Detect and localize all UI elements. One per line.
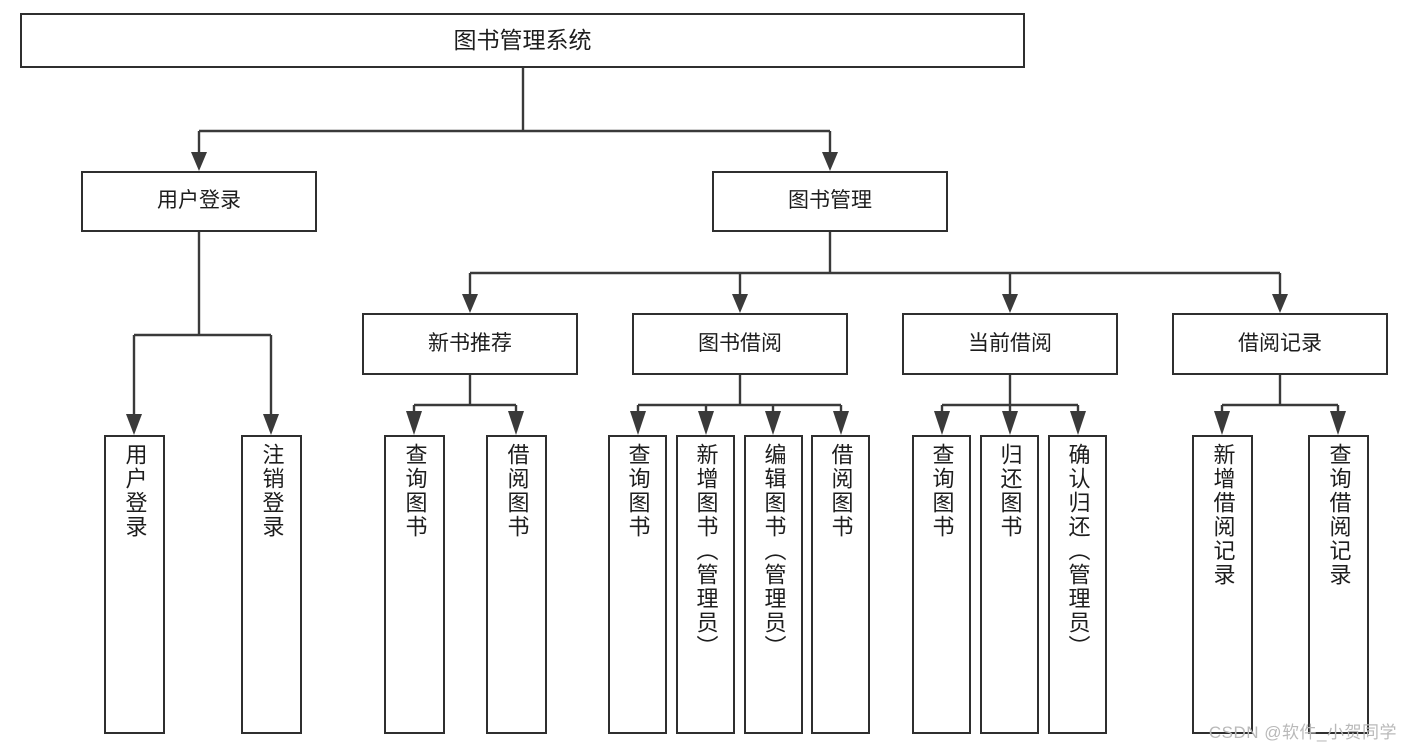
arrow-to-borrow-record	[1272, 294, 1288, 313]
node-root-label: 图书管理系统	[453, 26, 592, 53]
arrow-userlogin-leaf1	[126, 414, 142, 435]
arrow-to-book-manage	[822, 152, 838, 171]
leaf-currentborrow-confirm-return[interactable]: 确认归还（管理员）	[1048, 435, 1107, 734]
arrow-to-book-borrow	[732, 294, 748, 313]
arrow-newbook-leaf2	[508, 411, 524, 435]
arrow-to-new-book	[462, 294, 478, 313]
arrow-borrowrecord-leaf2	[1330, 411, 1346, 435]
leaf-newbook-query-book-label: 查询图书	[402, 443, 428, 539]
arrow-bookborrow-leaf1	[630, 411, 646, 435]
node-user-login[interactable]: 用户登录	[81, 171, 317, 232]
leaf-newbook-query-book[interactable]: 查询图书	[384, 435, 445, 734]
arrow-bookborrow-leaf4	[833, 411, 849, 435]
leaf-bookborrow-add-book[interactable]: 新增图书（管理员）	[676, 435, 735, 734]
arrow-userlogin-leaf2	[263, 414, 279, 435]
node-book-borrow-label: 图书借阅	[698, 331, 782, 355]
leaf-bookborrow-query-book-label: 查询图书	[625, 443, 651, 539]
node-book-manage[interactable]: 图书管理	[712, 171, 948, 232]
leaf-bookborrow-add-book-label: 新增图书（管理员）	[693, 443, 719, 659]
leaf-currentborrow-query-book-label: 查询图书	[929, 443, 955, 539]
node-user-login-label: 用户登录	[157, 189, 241, 213]
leaf-borrowrecord-query-record[interactable]: 查询借阅记录	[1308, 435, 1369, 734]
leaf-currentborrow-return-book[interactable]: 归还图书	[980, 435, 1039, 734]
node-root-system[interactable]: 图书管理系统	[20, 13, 1025, 68]
leaf-bookborrow-borrow-book-label: 借阅图书	[828, 443, 854, 539]
node-current-borrow[interactable]: 当前借阅	[902, 313, 1118, 375]
leaf-borrowrecord-add-record[interactable]: 新增借阅记录	[1192, 435, 1253, 734]
leaf-borrowrecord-add-record-label: 新增借阅记录	[1210, 443, 1236, 587]
leaf-logout[interactable]: 注销登录	[241, 435, 302, 734]
leaf-newbook-borrow-book-label: 借阅图书	[504, 443, 530, 539]
leaf-user-login[interactable]: 用户登录	[104, 435, 165, 734]
leaf-currentborrow-confirm-return-label: 确认归还（管理员）	[1065, 443, 1091, 659]
node-current-borrow-label: 当前借阅	[968, 331, 1052, 355]
leaf-currentborrow-query-book[interactable]: 查询图书	[912, 435, 971, 734]
node-book-manage-label: 图书管理	[788, 189, 872, 213]
arrow-newbook-leaf1	[406, 411, 422, 435]
leaf-bookborrow-query-book[interactable]: 查询图书	[608, 435, 667, 734]
arrow-to-user-login	[191, 152, 207, 171]
arrow-bookborrow-leaf3	[765, 411, 781, 435]
node-book-borrow[interactable]: 图书借阅	[632, 313, 848, 375]
leaf-bookborrow-edit-book[interactable]: 编辑图书（管理员）	[744, 435, 803, 734]
leaf-user-login-label: 用户登录	[122, 443, 148, 539]
arrow-to-current-borrow	[1002, 294, 1018, 313]
leaf-bookborrow-borrow-book[interactable]: 借阅图书	[811, 435, 870, 734]
arrow-currentborrow-leaf1	[934, 411, 950, 435]
csdn-watermark: CSDN @软件_小贺同学	[1208, 723, 1397, 742]
leaf-logout-label: 注销登录	[259, 443, 285, 539]
node-new-book-recommend-label: 新书推荐	[428, 331, 512, 355]
node-borrow-record-label: 借阅记录	[1238, 331, 1322, 355]
leaf-bookborrow-edit-book-label: 编辑图书（管理员）	[761, 443, 787, 659]
arrow-borrowrecord-leaf1	[1214, 411, 1230, 435]
arrow-bookborrow-leaf2	[698, 411, 714, 435]
leaf-borrowrecord-query-record-label: 查询借阅记录	[1326, 443, 1352, 587]
arrow-currentborrow-leaf2	[1002, 411, 1018, 435]
leaf-newbook-borrow-book[interactable]: 借阅图书	[486, 435, 547, 734]
arrow-currentborrow-leaf3	[1070, 411, 1086, 435]
leaf-currentborrow-return-book-label: 归还图书	[997, 443, 1023, 539]
node-borrow-record[interactable]: 借阅记录	[1172, 313, 1388, 375]
node-new-book-recommend[interactable]: 新书推荐	[362, 313, 578, 375]
